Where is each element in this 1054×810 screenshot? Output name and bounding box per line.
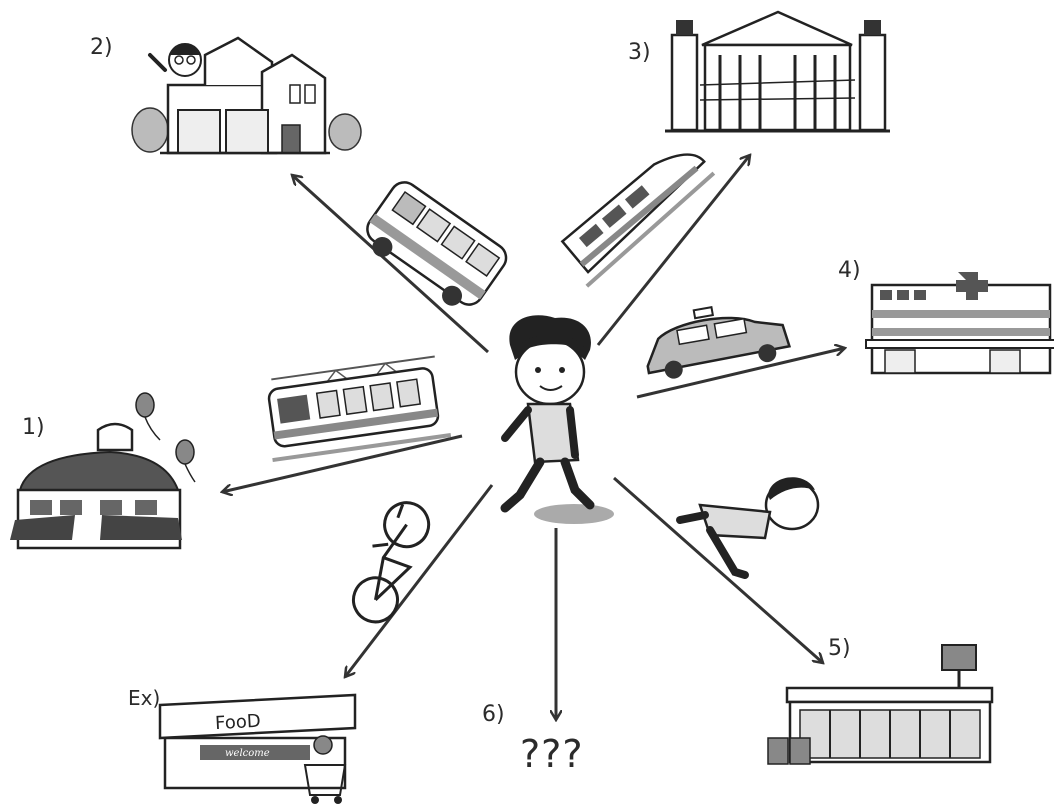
bus-icon xyxy=(366,181,508,306)
department-store-icon xyxy=(10,392,196,550)
arrow-to-hospital xyxy=(636,348,845,399)
label-6: 6) xyxy=(482,702,505,727)
hospital-icon xyxy=(865,272,1054,375)
arrow-to-supermarket xyxy=(345,484,494,677)
label-5: 5) xyxy=(828,636,851,661)
arrow-to-house xyxy=(292,175,490,354)
label-2: 2) xyxy=(90,35,113,60)
arrow-to-museum xyxy=(596,155,750,346)
bullet-train-icon xyxy=(560,153,716,288)
convenience-store-icon xyxy=(767,644,994,765)
label-unknown: ??? xyxy=(520,732,584,776)
direction-arrows xyxy=(222,155,845,720)
arrow-to-convenience-store xyxy=(613,476,823,663)
supermarket-icon xyxy=(158,693,357,804)
walking-boy xyxy=(500,315,614,524)
house-icon xyxy=(131,36,362,155)
museum-icon xyxy=(665,10,890,133)
welcome-sign: welcome xyxy=(225,748,270,759)
bicycle-icon xyxy=(351,501,431,624)
running-man-icon xyxy=(676,477,820,579)
arrow-to-department-store xyxy=(222,434,463,492)
local-train-icon xyxy=(267,355,452,463)
food-sign: FooD xyxy=(215,711,262,734)
label-3: 3) xyxy=(628,40,651,65)
label-1: 1) xyxy=(22,415,45,440)
taxi-icon xyxy=(646,306,792,379)
label-ex: Ex) xyxy=(128,686,161,710)
label-4: 4) xyxy=(838,258,861,283)
